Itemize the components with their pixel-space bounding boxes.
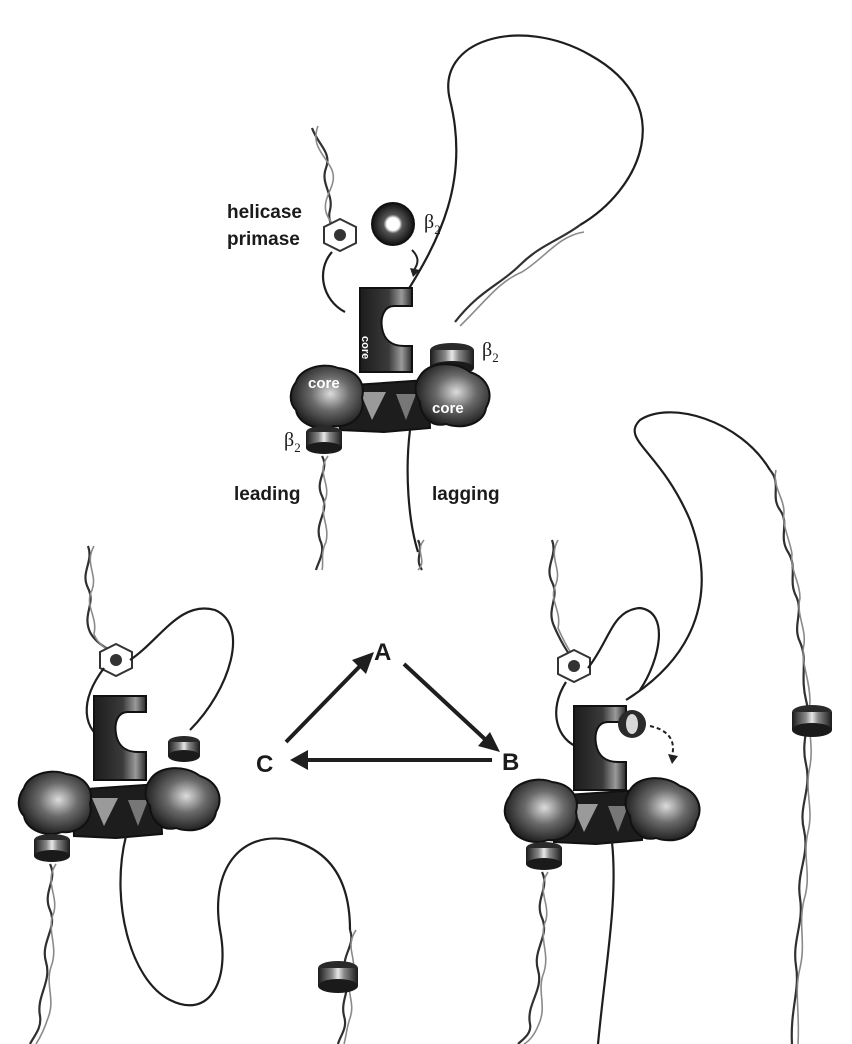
- tau-complex-b: [573, 705, 627, 791]
- state-c-label: C: [256, 751, 273, 778]
- arrow-c-to-a: [284, 662, 364, 744]
- tau-complex-c: [93, 695, 147, 781]
- core-polymerase-c-right: [144, 767, 221, 832]
- helicase-label: helicase: [227, 202, 302, 223]
- lagging-loop-c: [119, 835, 352, 1007]
- state-a-label: A: [374, 639, 391, 666]
- arrow-a-to-b: [402, 662, 490, 744]
- core-polymerase-c-left: [17, 770, 92, 835]
- primase-label: primase: [227, 229, 300, 250]
- beta-clamp-b-loading: [618, 710, 646, 738]
- core-polymerase-b-left: [503, 778, 578, 843]
- beta-clamp-c-released: [318, 961, 358, 993]
- core-label-a-right: core: [432, 400, 464, 417]
- beta-label-a-free: β2: [424, 211, 441, 237]
- lagging-loop-b: [625, 411, 771, 701]
- lagging-loop-a: [402, 34, 644, 299]
- beta-clamp-leading-a: [306, 426, 342, 454]
- core-polymerase-b-right: [624, 777, 701, 842]
- replisome-b: [503, 411, 832, 1044]
- leading-label: leading: [234, 484, 301, 505]
- tau-complex-a: [359, 287, 413, 373]
- beta-label-a-right: β2: [482, 339, 499, 365]
- beta-label-a-left: β2: [284, 429, 301, 455]
- cycle-arrows: A B C: [256, 639, 519, 778]
- state-b-label: B: [502, 749, 519, 776]
- lagging-label: lagging: [432, 484, 500, 505]
- core-polymerase-leading-a: [289, 364, 364, 429]
- leading-duplex-a: [314, 455, 326, 571]
- beta-clamp-c-upper: [168, 736, 200, 762]
- template-strand-a: [322, 251, 346, 313]
- core-polymerase-lagging-a: [414, 363, 491, 428]
- okazaki-fragment-a: [454, 224, 581, 323]
- core-label-a-vertical: core: [359, 336, 371, 359]
- beta-clamp-b-released: [792, 705, 832, 737]
- core-label-a-left: core: [308, 375, 340, 392]
- beta-clamp-c-leading: [34, 834, 70, 862]
- lagging-template-a: [406, 429, 420, 553]
- beta-clamp-b-leading: [526, 842, 562, 870]
- beta-clamp-free-a: [371, 202, 415, 246]
- replisome-a: core β2 core core β2 helicase: [227, 34, 644, 571]
- replisome-c: [17, 545, 358, 1044]
